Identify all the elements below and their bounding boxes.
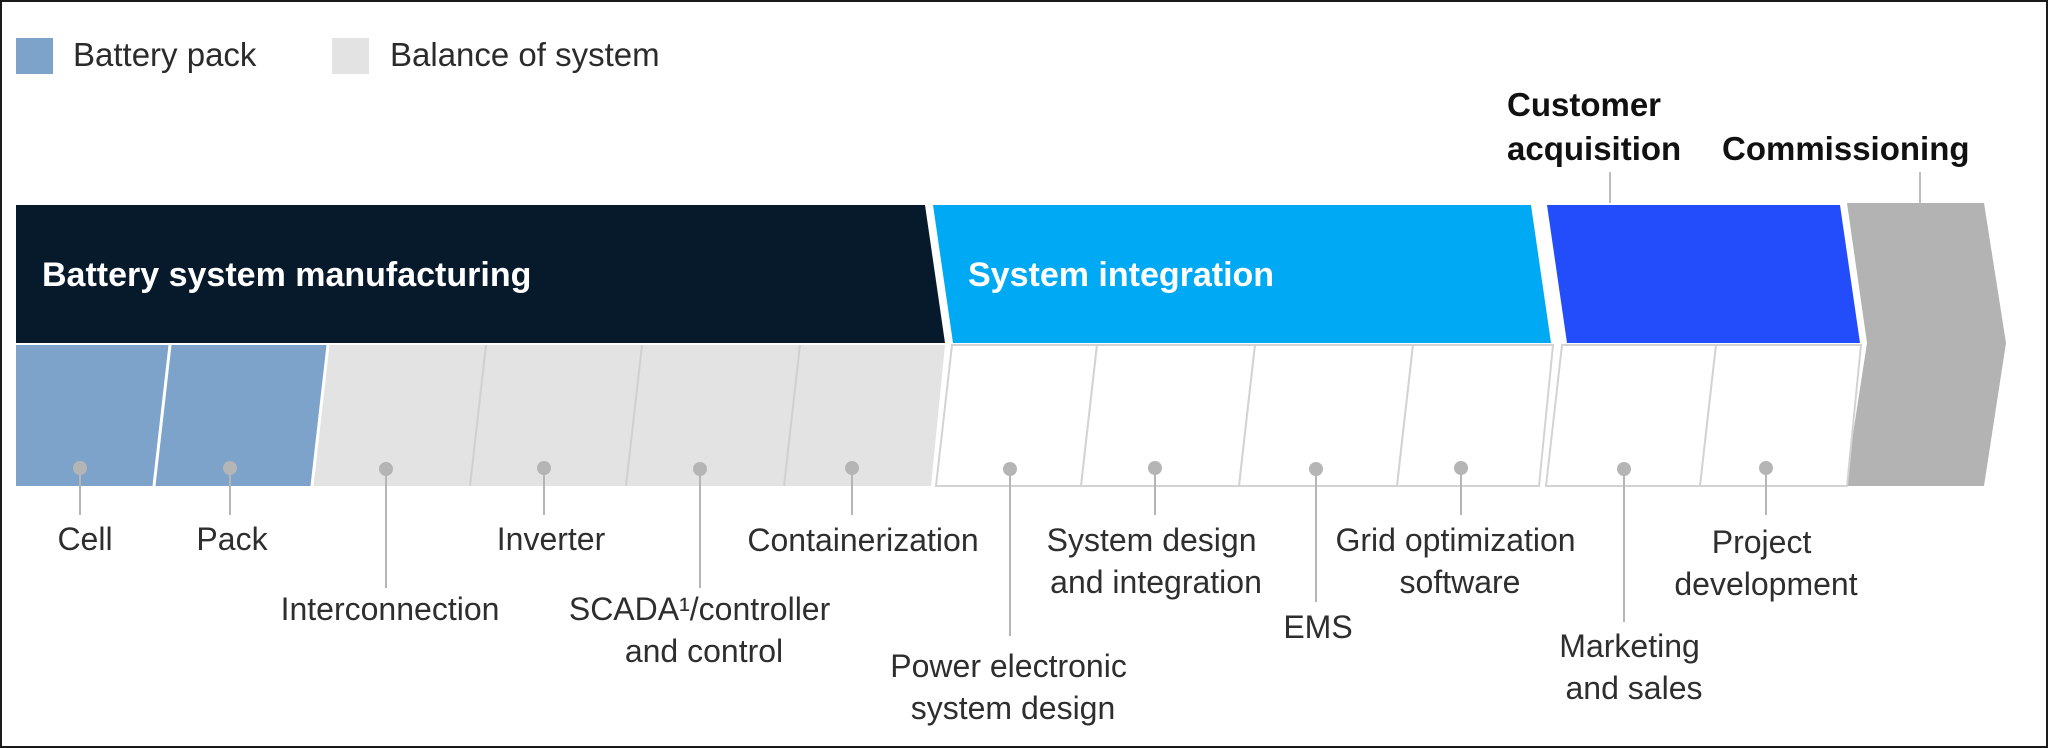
step-label-grid-optimization: Grid optimization software bbox=[1336, 522, 1585, 600]
legend-label-balance-of-system: Balance of system bbox=[390, 36, 660, 73]
step-label-pack: Pack bbox=[196, 521, 268, 557]
step-label-project-development: Project development bbox=[1674, 524, 1857, 602]
cell-system-design bbox=[1079, 344, 1257, 487]
cell-grid-optimization bbox=[1395, 344, 1555, 487]
cell-pack bbox=[154, 345, 328, 486]
cell-cell bbox=[16, 345, 170, 486]
step-label-power-electronic: Power electronic system design bbox=[890, 648, 1135, 726]
legend-swatch-balance-of-system bbox=[332, 38, 369, 74]
step-label-inverter: Inverter bbox=[497, 521, 606, 557]
dot-pack bbox=[223, 461, 237, 475]
stage-chevron-commissioning bbox=[1845, 203, 2006, 486]
cell-containerization bbox=[784, 345, 945, 486]
cell-power-electronic bbox=[934, 344, 1099, 487]
cell-interconnection bbox=[312, 345, 486, 486]
stage-banner-integration bbox=[933, 205, 1551, 343]
step-label-system-design: System design and integration bbox=[1047, 522, 1266, 600]
dot-inverter bbox=[537, 461, 551, 475]
dot-containerization bbox=[845, 461, 859, 475]
stage-banner-customer-acquisition bbox=[1547, 205, 1860, 343]
stage-banner-manufacturing bbox=[16, 205, 945, 343]
legend-swatch-battery-pack bbox=[16, 38, 53, 74]
dot-power-electronic bbox=[1003, 462, 1017, 476]
dot-project-development bbox=[1759, 461, 1773, 475]
cell-marketing bbox=[1544, 344, 1718, 487]
stage-label-commissioning: Commissioning bbox=[1722, 130, 1970, 167]
stage-label-manufacturing: Battery system manufacturing bbox=[42, 256, 531, 294]
step-label-interconnection: Interconnection bbox=[281, 591, 500, 627]
step-label-scada: SCADA¹/controller and control bbox=[569, 591, 839, 669]
dot-interconnection bbox=[379, 462, 393, 476]
dot-cell bbox=[73, 461, 87, 475]
cell-inverter bbox=[470, 345, 642, 486]
stage-label-integration: System integration bbox=[968, 256, 1274, 294]
dot-marketing bbox=[1617, 462, 1631, 476]
step-label-cell: Cell bbox=[57, 521, 112, 557]
stage-label-customer-acquisition: Customer acquisition bbox=[1507, 86, 1681, 167]
dot-scada bbox=[693, 462, 707, 476]
dot-system-design bbox=[1148, 461, 1162, 475]
cell-ems bbox=[1237, 344, 1415, 487]
dot-ems bbox=[1309, 462, 1323, 476]
step-label-marketing: Marketing and sales bbox=[1559, 628, 1708, 706]
manufacturing-separators bbox=[152, 344, 330, 487]
step-label-ems: EMS bbox=[1283, 609, 1352, 645]
cell-scada bbox=[626, 345, 800, 486]
bos-separators bbox=[469, 344, 801, 487]
cell-project-development bbox=[1698, 344, 1863, 487]
legend-label-battery-pack: Battery pack bbox=[73, 36, 257, 73]
step-label-containerization: Containerization bbox=[747, 522, 978, 558]
dot-grid-optimization bbox=[1454, 461, 1468, 475]
